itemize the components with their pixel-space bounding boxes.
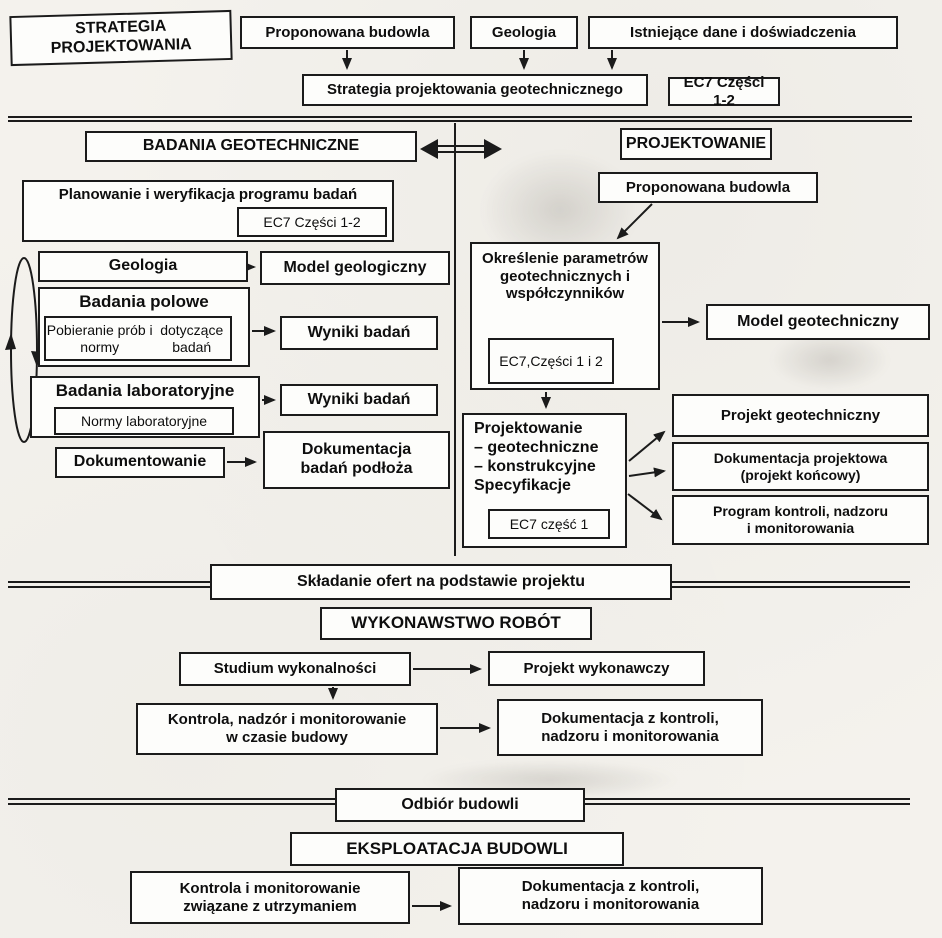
- node-proponowana-budowla-top: Proponowana budowla: [240, 16, 455, 49]
- arrowheads: [5, 139, 502, 367]
- node-istniejace-dane: Istniejące dane i doświadczenia: [588, 16, 898, 49]
- node-label: Badania polowe: [79, 292, 209, 311]
- arrow-projektowanie-to-dokumentacja: [628, 467, 666, 478]
- node-geologia-left: Geologia: [38, 251, 248, 282]
- node-okreslenie-parametrow: Określenie parametrów geotechnicznych i …: [470, 242, 660, 390]
- node-dokumentacja-kontroli-utrzymanie: Dokumentacja z kontroli,nadzoru i monito…: [458, 867, 763, 925]
- node-geologia-top: Geologia: [470, 16, 578, 49]
- node-skladanie-ofert: Składanie ofert na podstawie projektu: [210, 564, 672, 600]
- arrow-proponowana-to-okreslenie: [616, 203, 653, 240]
- node-proponowana-budowla-right: Proponowana budowla: [598, 172, 818, 203]
- scan-smudge: [770, 330, 890, 390]
- node-ec7-czesci-1-2-planowanie: EC7 Części 1-2: [237, 207, 387, 237]
- node-dokumentowanie: Dokumentowanie: [55, 447, 225, 478]
- node-label: Badania laboratoryjne: [55, 381, 235, 400]
- node-ec7-czesc-1: EC7 część 1: [488, 509, 610, 539]
- node-wyniki-badan-2: Wyniki badań: [280, 384, 438, 416]
- double-arrow-left-head: [420, 139, 438, 159]
- node-ec7-czesci-1-i-2: EC7,Części 1 i 2: [488, 338, 614, 384]
- node-eksploatacja-budowli-header: EKSPLOATACJA BUDOWLI: [290, 832, 624, 866]
- double-arrow-right-head: [484, 139, 502, 159]
- node-projekt-wykonawczy: Projekt wykonawczy: [488, 651, 705, 686]
- loop-up-arrowhead: [5, 333, 16, 350]
- arrow-projektowanie-to-projekt: [628, 430, 666, 462]
- node-projekt-geotechniczny: Projekt geotechniczny: [672, 394, 929, 437]
- node-projektowanie-header: PROJEKTOWANIE: [620, 128, 772, 160]
- node-strategia-geotechniczna: Strategia projektowania geotechnicznego: [302, 74, 648, 106]
- node-wyniki-badan-1: Wyniki badań: [280, 316, 438, 350]
- node-dokumentacja-projektowa: Dokumentacja projektowa(projekt końcowy): [672, 442, 929, 491]
- node-badania-geotechniczne-header: BADANIA GEOTECHNICZNE: [85, 131, 417, 162]
- node-badania-laboratoryjne: Badania laboratoryjne Normy laboratoryjn…: [30, 376, 260, 438]
- node-label: Projektowanie– geotechniczne– konstrukcy…: [474, 420, 599, 494]
- node-ec7-czesci-1-2-top: EC7 Części 1-2: [668, 74, 780, 109]
- node-label: Określenie parametrów geotechnicznych i …: [482, 250, 648, 303]
- node-dokumentacja-kontroli-budowa: Dokumentacja z kontroli,nadzoru i monito…: [497, 699, 763, 756]
- node-normy-laboratoryjne: Normy laboratoryjne: [54, 407, 234, 435]
- node-wykonawstwo-robot-header: WYKONAWSTWO ROBÓT: [320, 607, 592, 640]
- node-projektowanie-specyfikacje: Projektowanie– geotechniczne– konstrukcy…: [462, 413, 627, 548]
- node-odbior-budowli: Odbiór budowli: [335, 788, 585, 822]
- node-model-geologiczny: Model geologiczny: [260, 251, 450, 285]
- node-model-geotechniczny: Model geotechniczny: [706, 304, 930, 340]
- arrow-projektowanie-to-program: [627, 493, 663, 521]
- node-label: Planowanie i weryfikacja programu badań: [58, 186, 358, 203]
- node-planowanie-weryfikacja: Planowanie i weryfikacja programu badań …: [22, 180, 394, 242]
- iteration-loop-ellipse: [10, 257, 38, 443]
- node-studium-wykonalnosci: Studium wykonalności: [179, 652, 411, 686]
